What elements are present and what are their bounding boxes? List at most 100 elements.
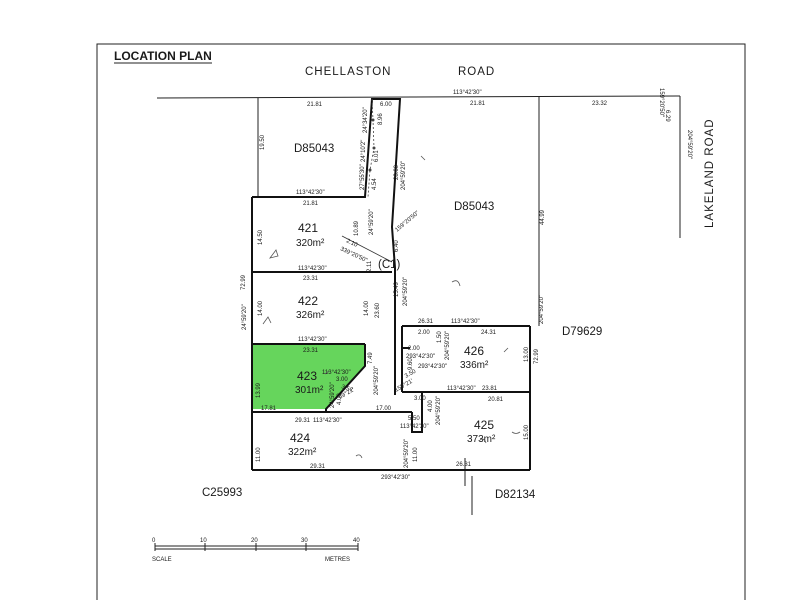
lot-area-421: 320m² bbox=[296, 238, 325, 249]
lot-area-422: 326m² bbox=[296, 310, 325, 321]
dimension-label: 1.50 bbox=[437, 331, 443, 343]
dimension-label: 2.10 bbox=[345, 238, 359, 249]
dimension-label: 339°20'50" bbox=[339, 246, 368, 264]
dimension-label: 3.50 bbox=[404, 368, 418, 379]
parcel-d82134: D82134 bbox=[495, 489, 536, 501]
dimension-label: 204°59'20" bbox=[374, 366, 380, 395]
dimension-label: 113°42'30" bbox=[296, 190, 325, 196]
dimension-label: 204°59'20" bbox=[539, 295, 545, 324]
dimension-label: 26.31 bbox=[418, 319, 434, 325]
dimension-label: 6.40 bbox=[394, 240, 400, 252]
dimension-label: 24°34'20" bbox=[363, 107, 369, 133]
dimension-label: 113°42'30" bbox=[400, 424, 429, 430]
boundary-lines bbox=[156, 95, 681, 515]
parcel-d85043-nw: D85043 bbox=[294, 143, 334, 155]
dimension-label: 204°59'20" bbox=[401, 161, 407, 190]
dimension-label: 204°59'20" bbox=[686, 130, 692, 159]
dimension-label: 15.49 bbox=[394, 281, 400, 297]
road-name-lakeland: LAKELAND ROAD bbox=[704, 118, 716, 228]
lot-number-422: 422 bbox=[298, 294, 318, 308]
dimension-label: 19.50 bbox=[260, 134, 266, 150]
road-name-road: ROAD bbox=[458, 66, 495, 78]
dimension-label: 159°20'50" bbox=[394, 210, 420, 233]
dimension-label: 21.81 bbox=[307, 102, 323, 108]
dimension-label: 113°42'30" bbox=[322, 370, 351, 376]
lot-number-425: 425 bbox=[474, 418, 494, 432]
dimension-label: 24°59'20" bbox=[369, 209, 375, 235]
lot-area-426: 336m² bbox=[460, 360, 489, 371]
dimension-label: 204°59'20" bbox=[445, 331, 451, 360]
scale-tick-30: 30 bbox=[301, 538, 308, 544]
dimension-label: 27°55'30" bbox=[360, 164, 366, 190]
tree-marks bbox=[262, 155, 521, 459]
dimension-label: 17.81 bbox=[261, 406, 277, 412]
dimension-label: 113°42'30" bbox=[453, 90, 482, 96]
dimension-label: 3.00 bbox=[336, 377, 348, 383]
lot-number-424: 424 bbox=[290, 431, 310, 445]
dimension-label: 23.60 bbox=[375, 302, 381, 318]
dimension-label: 113°42'30" bbox=[313, 418, 342, 424]
scale-tick-20: 20 bbox=[251, 538, 258, 544]
dimension-label: 29.31 bbox=[295, 418, 311, 424]
dimension-label: 113°42'30" bbox=[298, 337, 327, 343]
dimension-label: 14.50 bbox=[258, 229, 264, 245]
dimension-label: 24°10'2" bbox=[361, 140, 367, 162]
dimension-label: 15.00 bbox=[524, 424, 530, 440]
dimension-label: 6.01 bbox=[374, 150, 380, 162]
metres-label: METRES bbox=[325, 557, 350, 563]
dimension-label: 23.32 bbox=[592, 101, 608, 107]
dimension-label: 24.31 bbox=[481, 330, 497, 336]
lot-number-421: 421 bbox=[298, 221, 318, 235]
dimension-label: 293°42'30" bbox=[406, 354, 435, 360]
dimension-label: 29.31 bbox=[310, 464, 326, 470]
dimension-label: 113°42'30" bbox=[451, 319, 480, 325]
dimension-label: 293°42'30" bbox=[381, 475, 410, 481]
dimension-label: 113°42'30" bbox=[298, 266, 327, 272]
dimension-label: 3.00 bbox=[414, 396, 426, 402]
dimension-label: 204°59'20" bbox=[404, 439, 410, 468]
dimension-label: 23.31 bbox=[303, 276, 319, 282]
dimension-label: 72.99 bbox=[241, 274, 247, 290]
dimension-label: 23.81 bbox=[482, 386, 498, 392]
scale-bar bbox=[154, 543, 359, 551]
dimension-label: 14.00 bbox=[364, 300, 370, 316]
parcel-d79629: D79629 bbox=[562, 326, 602, 338]
parcel-c1: (C1) bbox=[378, 259, 401, 271]
dimension-label: 9.60 bbox=[408, 358, 414, 370]
dimension-label: 24°59'20" bbox=[330, 382, 336, 408]
dimension-label: 17.00 bbox=[376, 406, 392, 412]
dimension-label: 2.00 bbox=[408, 346, 420, 352]
dimension-label: 13.00 bbox=[524, 346, 530, 362]
dimension-label: 113°42'30" bbox=[447, 386, 476, 392]
lot-number-426: 426 bbox=[464, 344, 484, 358]
scale-tick-0: 0 bbox=[152, 538, 156, 544]
dimension-label: 7.49 bbox=[368, 352, 374, 364]
lot-number-423: 423 bbox=[297, 369, 317, 383]
dimension-label: 44.99 bbox=[540, 209, 546, 225]
dimension-label: 72.99 bbox=[534, 348, 540, 364]
dimension-label: 8.96 bbox=[378, 113, 384, 125]
dimension-label: 11.00 bbox=[413, 447, 419, 462]
scale-label: SCALE bbox=[152, 557, 172, 563]
dimension-label: 10.89 bbox=[354, 220, 360, 236]
dimension-label: 28.00 bbox=[394, 164, 400, 180]
dimension-label: 204°59'20" bbox=[436, 396, 442, 425]
dimension-label: 21.81 bbox=[303, 201, 319, 207]
lot-boundaries bbox=[251, 98, 531, 471]
dimension-label: 6.29 bbox=[664, 110, 670, 122]
dimension-label: 6.00 bbox=[380, 102, 392, 108]
dimension-label: 13.99 bbox=[256, 382, 262, 398]
dimension-label: 3.57 bbox=[340, 384, 354, 394]
dimension-label: 4.00 bbox=[428, 400, 434, 412]
parcel-c25993: C25993 bbox=[202, 487, 242, 499]
plan-title: LOCATION PLAN bbox=[114, 49, 212, 63]
dimension-label: 26.31 bbox=[456, 462, 472, 468]
dimension-label: 14.00 bbox=[258, 300, 264, 316]
dimension-label: 4.54 bbox=[372, 178, 378, 190]
scale-tick-40: 40 bbox=[353, 538, 360, 544]
lot-area-423: 301m² bbox=[295, 385, 324, 396]
lot-423-highlight bbox=[252, 344, 365, 409]
dimension-label: 2.00 bbox=[418, 330, 430, 336]
frame-border bbox=[96, 43, 746, 600]
